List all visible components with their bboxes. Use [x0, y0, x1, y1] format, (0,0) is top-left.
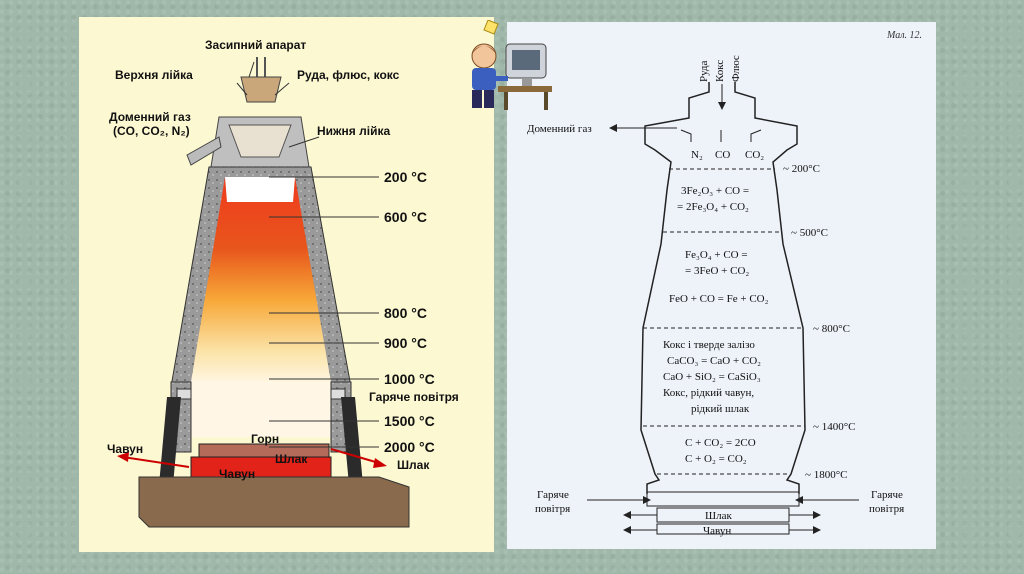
- slag-out-label: Шлак: [397, 458, 430, 472]
- temp-2000: 2000 °C: [384, 439, 435, 455]
- temp-800-label: ~ 800°C: [813, 323, 850, 335]
- hot-air-right-1: Гаряче: [871, 489, 903, 501]
- gas-label: Доменний газ: [109, 110, 191, 124]
- blast-furnace-colored-diagram: Засипний апарат Верхня лійка Руда, флюс,…: [79, 17, 494, 552]
- hot-air-left-2: повітря: [535, 503, 570, 515]
- figure-number: Мал. 12.: [886, 30, 922, 41]
- gas-composition-label: (CO, CO₂, N₂): [113, 124, 190, 138]
- reaction-1b: = 2Fe₃O₄ + CO₂: [677, 201, 749, 213]
- temp-1800-label: ~ 1800°C: [805, 469, 847, 481]
- reaction-3b: CaCO₃ = CaO + CO₂: [667, 355, 761, 367]
- reaction-3c: CaO + SiO₂ = CaSiO₃: [663, 371, 761, 383]
- gas-out-label: Доменний газ: [527, 123, 592, 135]
- hearth-label: Горн: [251, 432, 279, 446]
- gas-co-label: CO: [715, 149, 730, 161]
- temp-200-label: ~ 200°C: [783, 163, 820, 175]
- temp-600: 600 °C: [384, 209, 427, 225]
- temp-800: 800 °C: [384, 305, 427, 321]
- hot-air-label: Гаряче повітря: [369, 390, 459, 404]
- lower-hopper-label: Нижня лійка: [317, 124, 390, 138]
- ore-label: Руда, флюс, кокс: [297, 68, 400, 82]
- reaction-3a: Кокс і тверде залізо: [663, 339, 755, 351]
- hot-air-left-1: Гаряче: [537, 489, 569, 501]
- gas-n2-label: N₂: [691, 149, 703, 161]
- reaction-2c: FeO + CO = Fe + CO₂: [669, 293, 769, 305]
- temp-1500: 1500 °C: [384, 413, 435, 429]
- reaction-2a: Fe₃O₄ + CO =: [685, 249, 748, 261]
- hot-air-right-2: повітря: [869, 503, 904, 515]
- input-flux-label: Флюс: [730, 55, 742, 82]
- input-coke-label: Кокс: [714, 60, 726, 82]
- reaction-2b: = 3FeO + CO₂: [685, 265, 749, 277]
- reaction-3e: рідкий шлак: [691, 403, 750, 415]
- temp-1400-label: ~ 1400°C: [813, 421, 855, 433]
- gas-co2-label: CO₂: [745, 149, 764, 161]
- upper-hopper-label: Верхня лійка: [115, 68, 193, 82]
- reaction-3d: Кокс, рідкий чавун,: [663, 387, 754, 399]
- reaction-4b: C + O₂ = CO₂: [685, 453, 747, 465]
- iron-inside-label: Чавун: [219, 467, 255, 481]
- iron-label: Чавун: [703, 525, 731, 537]
- reaction-1a: 3Fe₂O₃ + CO =: [681, 185, 749, 197]
- person-at-computer-icon: [471, 20, 552, 110]
- temp-500-label: ~ 500°C: [791, 227, 828, 239]
- slag-label: Шлак: [705, 510, 732, 522]
- temp-200: 200 °C: [384, 169, 427, 185]
- iron-out-label: Чавун: [107, 442, 143, 456]
- input-ore-label: Руда: [698, 60, 710, 82]
- slag-inside-label: Шлак: [275, 452, 308, 466]
- charging-apparatus-label: Засипний апарат: [205, 38, 306, 52]
- blast-furnace-schematic: Мал. 12. Руда Кокс Флюс Доменний газ N₂ …: [507, 22, 936, 549]
- temp-1000: 1000 °C: [384, 371, 435, 387]
- reaction-4a: C + CO₂ = 2CO: [685, 437, 756, 449]
- temp-900: 900 °C: [384, 335, 427, 351]
